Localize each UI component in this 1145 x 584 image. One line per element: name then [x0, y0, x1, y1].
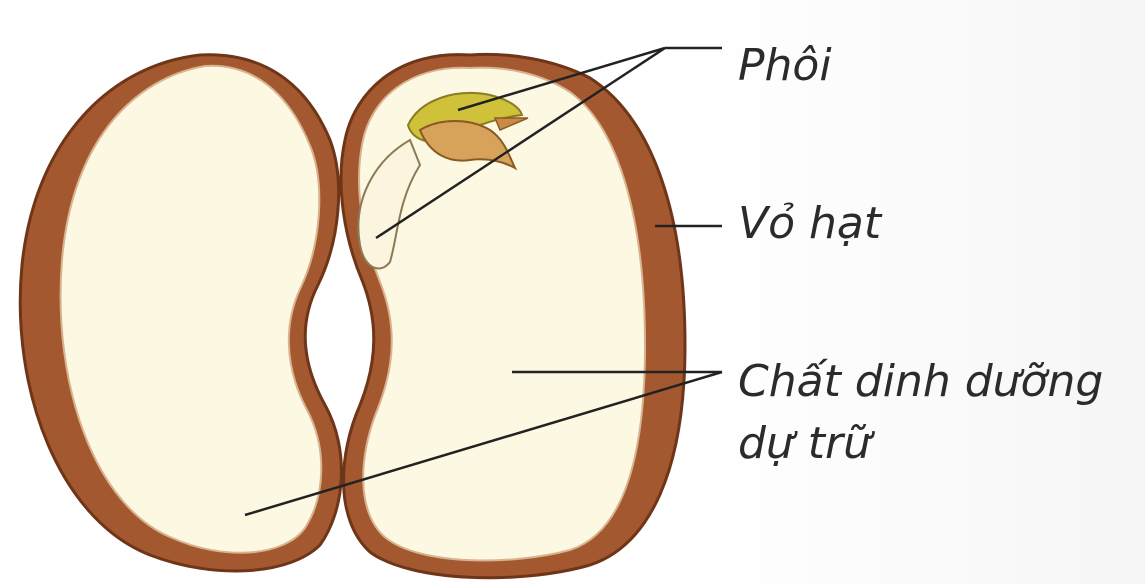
seed-coat-label: Vỏ hạt	[738, 198, 881, 250]
left-cotyledon	[20, 55, 341, 571]
stored-nutrients-label-line2: dự trữ	[738, 418, 871, 470]
stored-nutrients-label-line1: Chất dinh dưỡng	[738, 356, 1103, 408]
right-cotyledon	[341, 54, 685, 577]
embryo-label: Phôi	[738, 40, 832, 92]
